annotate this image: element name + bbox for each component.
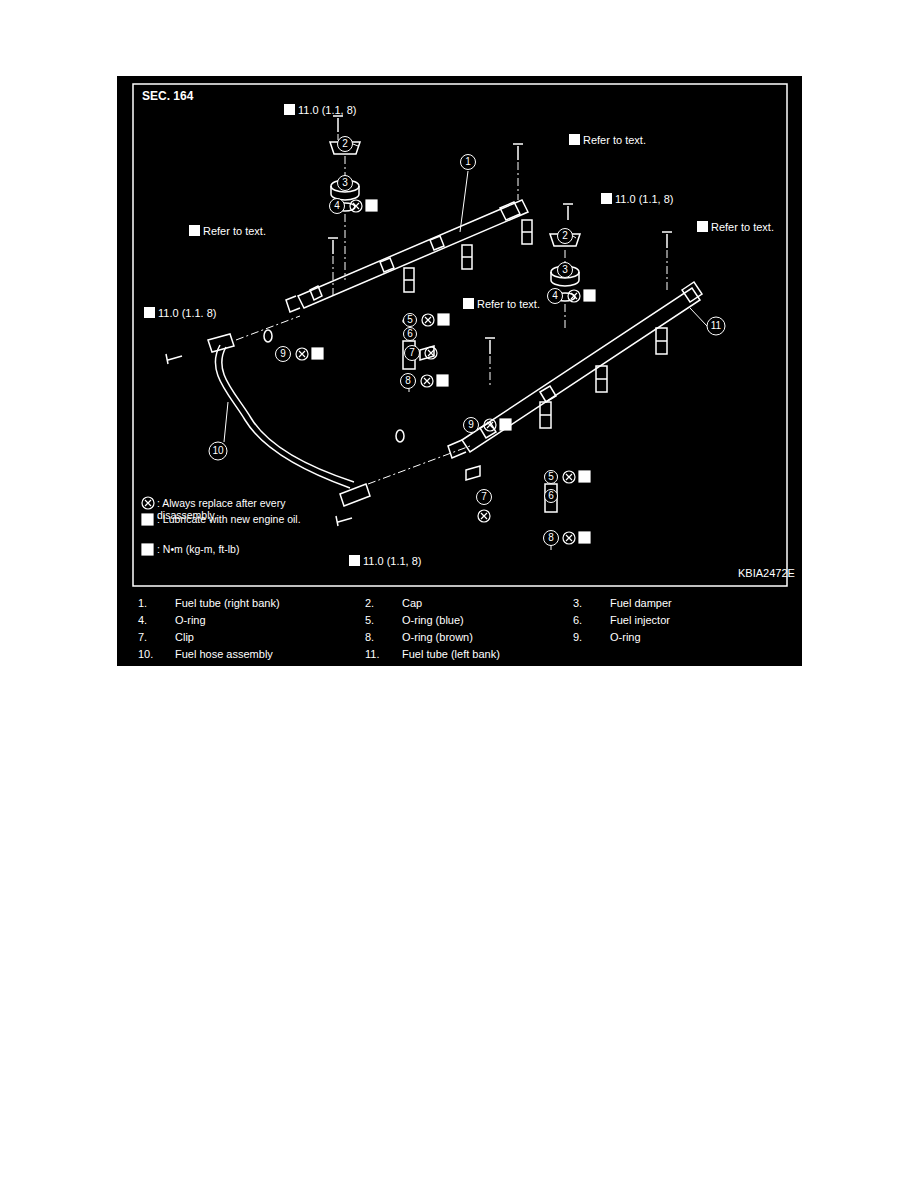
torque-spec: 11.0 (1.1, 8) <box>363 555 422 568</box>
callout-number: 7 <box>481 491 487 503</box>
callout-number: 9 <box>280 348 286 360</box>
part-number: 5. <box>365 614 374 627</box>
torque-spec: Refer to text. <box>583 134 646 147</box>
legend-text: : Lubricate with new engine oil. <box>157 513 301 525</box>
callout-number: 10 <box>212 445 223 457</box>
part-name: Fuel damper <box>610 597 672 610</box>
part-name: Clip <box>175 631 194 644</box>
part-number: 7. <box>138 631 147 644</box>
part-name: O-ring <box>175 614 206 627</box>
part-number: 9. <box>573 631 582 644</box>
callout-number: 5 <box>407 314 413 326</box>
callout-number: 6 <box>548 490 554 502</box>
figure-code: KBIA2472E <box>738 567 795 580</box>
part-name: Cap <box>402 597 422 610</box>
part-name: O-ring (brown) <box>402 631 473 644</box>
callout-number: 8 <box>405 375 411 387</box>
part-number: 8. <box>365 631 374 644</box>
callout-number: 6 <box>407 328 413 340</box>
callout-number: 3 <box>342 177 348 189</box>
part-number: 10. <box>138 648 153 661</box>
legend-text: : N•m (kg-m, ft-lb) <box>157 543 239 555</box>
torque-spec: Refer to text. <box>203 225 266 238</box>
part-name: Fuel tube (left bank) <box>402 648 500 661</box>
torque-spec: 11.0 (1.1. 8) <box>158 307 217 320</box>
part-name: Fuel hose assembly <box>175 648 273 661</box>
callout-number: 11 <box>711 320 721 332</box>
part-name: O-ring <box>610 631 641 644</box>
callout-number: 4 <box>552 290 558 302</box>
callout-number: 2 <box>342 138 348 150</box>
callout-number: 4 <box>334 200 340 212</box>
torque-spec: Refer to text. <box>477 298 540 311</box>
callout-number: 5 <box>548 471 554 483</box>
callout-number: 7 <box>409 347 415 359</box>
part-number: 6. <box>573 614 582 627</box>
callout-number: 1 <box>465 156 471 168</box>
section-title: SEC. 164 <box>142 89 193 103</box>
part-number: 2. <box>365 597 374 610</box>
torque-spec: 11.0 (1.1, 8) <box>615 193 674 206</box>
callout-number: 2 <box>562 230 568 242</box>
torque-spec: 11.0 (1.1, 8) <box>298 104 357 117</box>
callout-number: 3 <box>562 264 568 276</box>
callout-number: 9 <box>468 419 474 431</box>
torque-spec: Refer to text. <box>711 221 774 234</box>
part-name: Fuel tube (right bank) <box>175 597 280 610</box>
part-number: 1. <box>138 597 147 610</box>
part-number: 4. <box>138 614 147 627</box>
callout-number: 8 <box>548 532 554 544</box>
part-name: O-ring (blue) <box>402 614 464 627</box>
part-number: 3. <box>573 597 582 610</box>
part-name: Fuel injector <box>610 614 670 627</box>
part-number: 11. <box>365 648 379 661</box>
